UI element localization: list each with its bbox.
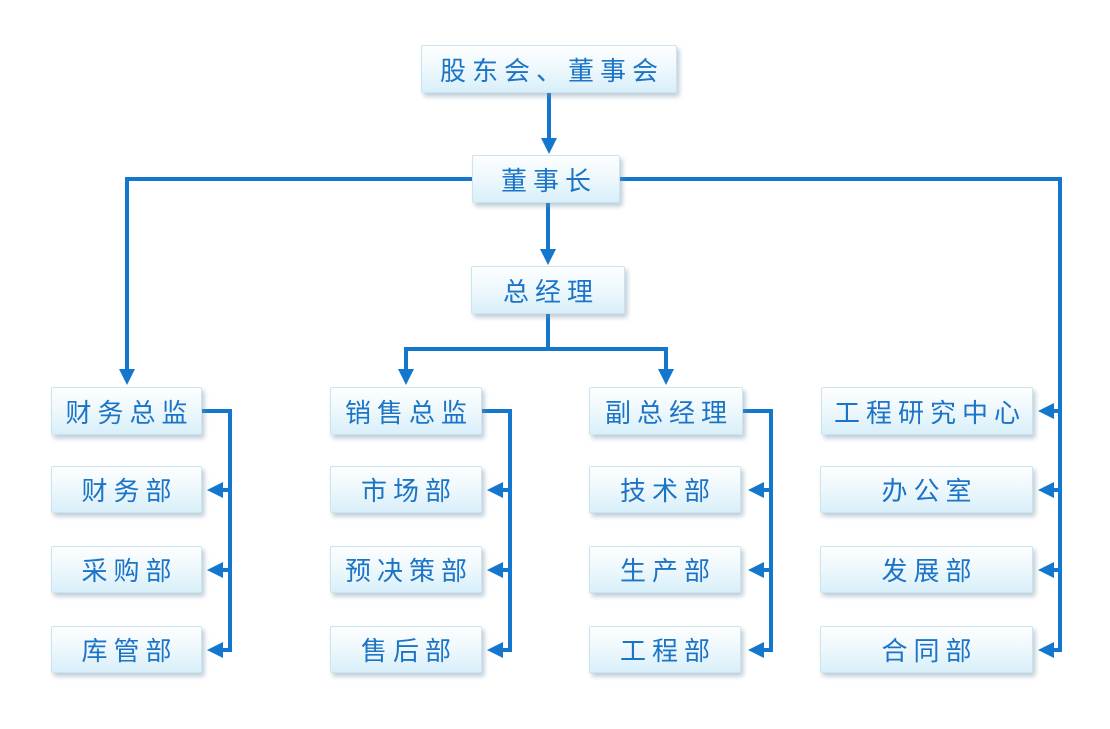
node-deputy-general-manager: 副总经理 xyxy=(589,387,743,435)
node-contract-dept: 合同部 xyxy=(820,626,1033,673)
node-office: 办公室 xyxy=(820,466,1033,513)
node-technology-dept: 技术部 xyxy=(589,466,741,513)
node-warehouse-dept: 库管部 xyxy=(51,626,202,673)
node-after-sales-dept: 售后部 xyxy=(330,626,482,673)
node-engineering-research-center: 工程研究中心 xyxy=(821,387,1033,435)
node-sales-director: 销售总监 xyxy=(330,387,482,435)
node-chairman: 董事长 xyxy=(472,155,620,203)
node-general-manager: 总经理 xyxy=(471,266,625,314)
node-marketing-dept: 市场部 xyxy=(330,466,482,513)
node-budget-decision-dept: 预决策部 xyxy=(330,546,482,593)
node-purchasing-dept: 采购部 xyxy=(51,546,202,593)
node-engineering-dept: 工程部 xyxy=(589,626,741,673)
node-finance-dept: 财务部 xyxy=(51,466,202,513)
node-development-dept: 发展部 xyxy=(820,546,1033,593)
node-shareholders-board: 股东会、董事会 xyxy=(421,45,677,93)
node-production-dept: 生产部 xyxy=(589,546,741,593)
node-finance-director: 财务总监 xyxy=(51,387,202,435)
